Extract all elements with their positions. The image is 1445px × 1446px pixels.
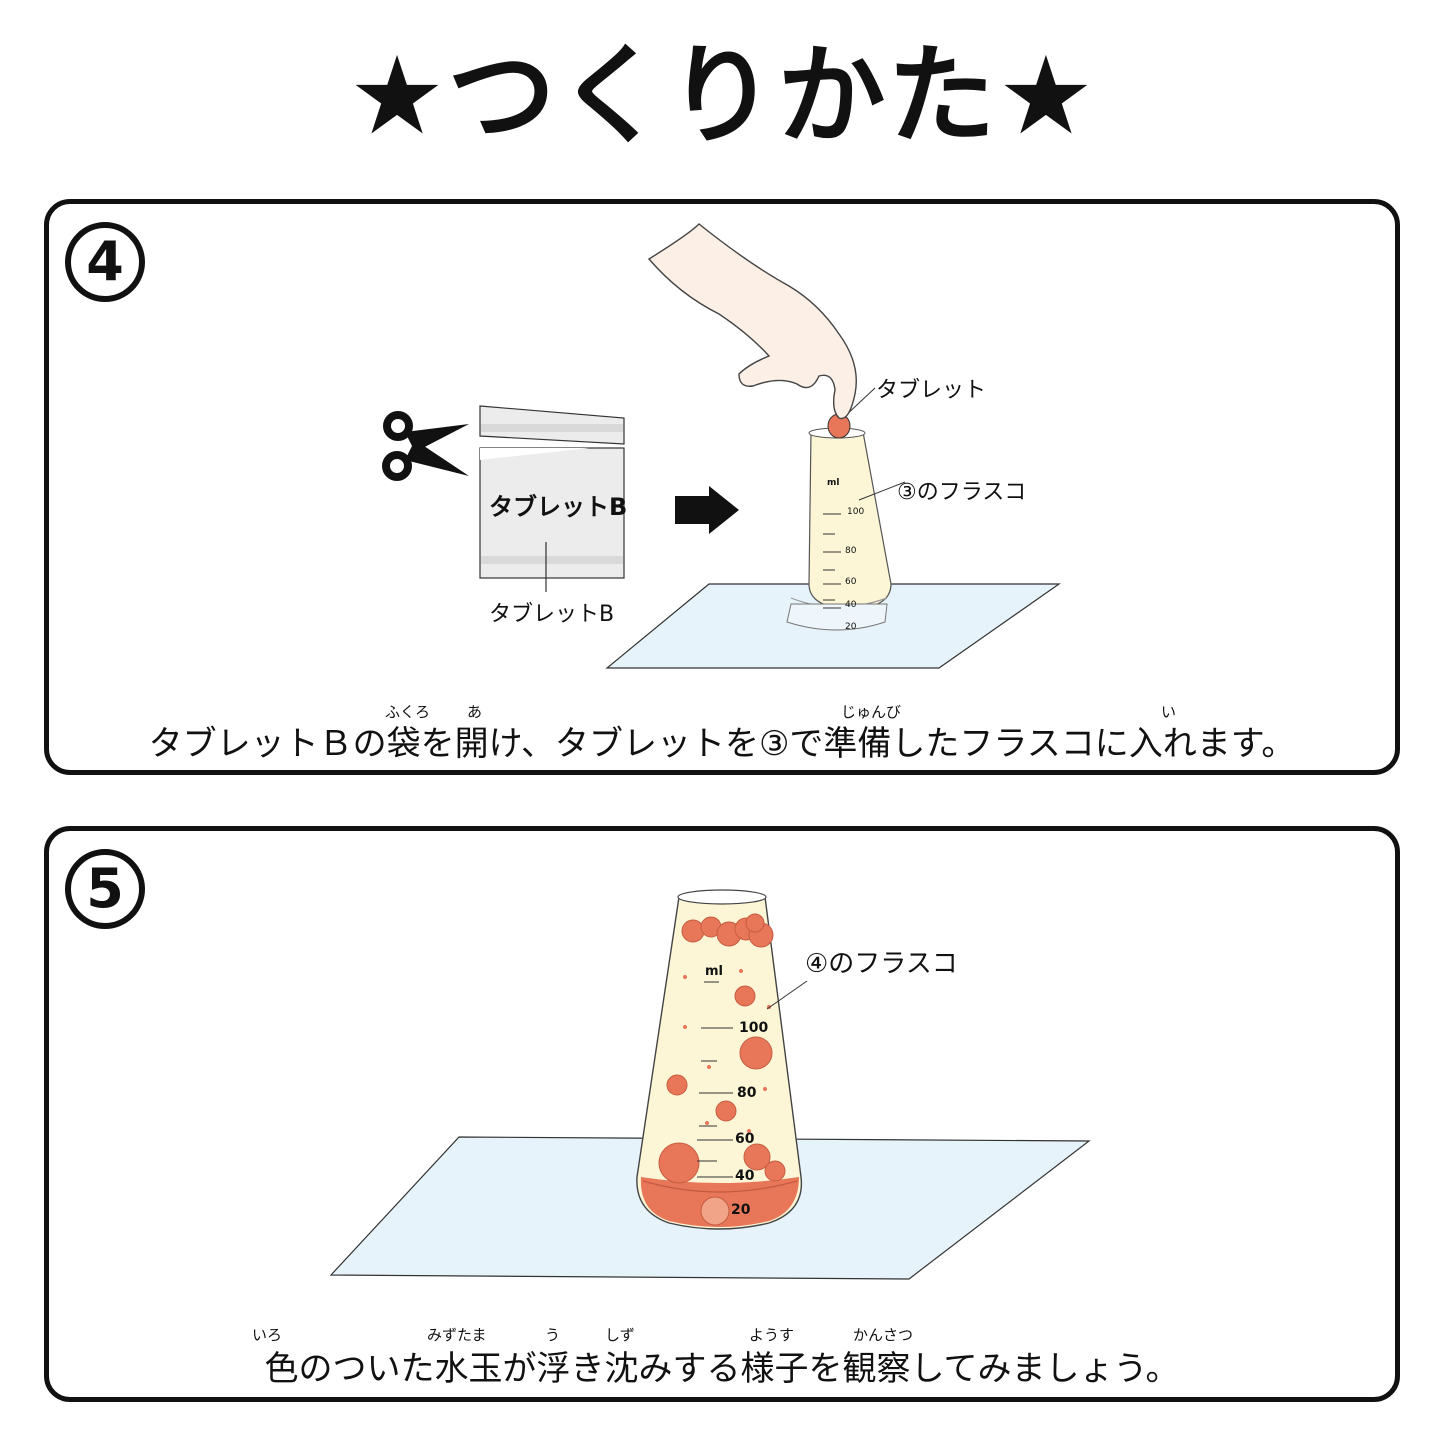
ruby-iro: いろ: [252, 1326, 283, 1344]
step-5-illustration: [329, 889, 1091, 1280]
flask-tick-100: 100: [739, 1020, 769, 1036]
flask-tick-40: 40: [845, 600, 857, 610]
tablet-package: [479, 405, 625, 592]
page-title: ★つくりかた★: [348, 34, 1097, 159]
flask-unit: ml: [827, 478, 840, 488]
step-number-4: 4: [65, 222, 145, 302]
step-number-5: 5: [65, 849, 145, 929]
flask-tick-100: 100: [847, 507, 865, 517]
step-5-caption: 色のついた水玉が浮き沈みする様子を観察してみましょう。: [264, 1349, 1180, 1389]
ruby-junbi: じゅんび: [841, 703, 902, 721]
flask-tick-20: 20: [845, 622, 857, 632]
hand: [647, 223, 857, 420]
flask-tick-40: 40: [735, 1168, 755, 1184]
flask-tick-20: 20: [731, 1202, 751, 1218]
ruby-yousu: ようす: [749, 1326, 795, 1344]
tablet-label: タブレット: [876, 378, 987, 403]
flask-tick-60: 60: [845, 577, 857, 587]
step-4-illustration: [382, 223, 1061, 669]
step-4-panel: 4: [44, 199, 1400, 775]
flask-unit: ml: [705, 964, 724, 979]
flask-tick-80: 80: [737, 1085, 757, 1101]
flask-label: ④のフラスコ: [805, 949, 958, 979]
ruby-shizu: しず: [605, 1326, 635, 1344]
flask-label: ③のフラスコ: [897, 480, 1027, 505]
step-5-panel: 5: [44, 826, 1400, 1402]
ruby-mizutama: みずたま: [427, 1326, 487, 1344]
ruby-a: あ: [467, 703, 483, 721]
flask-tick-80: 80: [845, 546, 857, 556]
step-4-caption: タブレットＢの袋を開け、タブレットを③で準備したフラスコに入れます。: [148, 724, 1296, 764]
ruby-kansatsu: かんさつ: [853, 1326, 914, 1344]
ruby-u: う: [545, 1326, 561, 1344]
scissors-icon: [382, 411, 469, 481]
package-text: タブレットB: [489, 493, 628, 521]
flask-5: [636, 889, 808, 1230]
arrow-right-icon: [675, 486, 739, 534]
package-label: タブレットB: [489, 602, 615, 627]
flask-tick-60: 60: [735, 1131, 755, 1147]
flask-4: [786, 427, 906, 631]
ruby-i: い: [1161, 703, 1177, 721]
ruby-fukuro: ふくろ: [385, 703, 431, 721]
